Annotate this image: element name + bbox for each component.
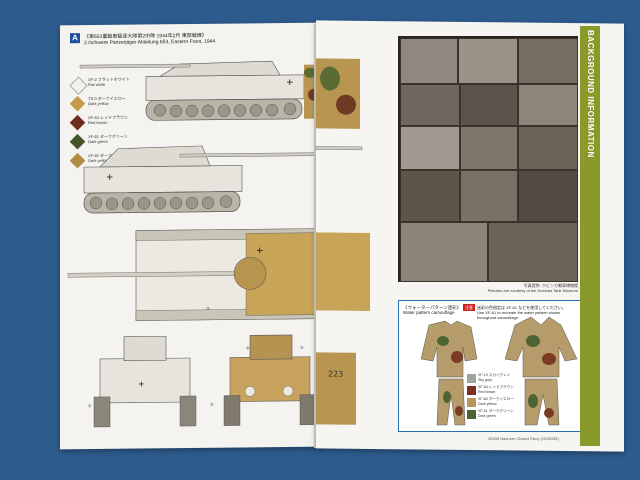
- photo-tile: [518, 38, 578, 84]
- right-page: 223: [316, 20, 624, 452]
- left-page: A 《第653重戦車駆逐大隊第2中隊 1944年2月 東部戦線》 2./schw…: [60, 22, 320, 450]
- marker-label: ③: [206, 305, 210, 311]
- camo-uniform-illustration: [420, 316, 578, 426]
- camo-note: 迷彩の色指定は XF-61 などを使用してください。 Use XF-61 to …: [477, 305, 566, 320]
- photo-tile: [518, 126, 578, 170]
- photo-tile: [460, 126, 518, 170]
- camouflage-panel: 《ウォーターパターン迷彩》 Water pattern camouflage 注…: [398, 300, 586, 432]
- swatch-chip: [467, 398, 476, 407]
- tank-profile-drawings: + +: [67, 60, 320, 428]
- swatch-chip: [467, 374, 476, 383]
- tank-side-view-continuation: 223: [316, 58, 370, 425]
- tank-front-view: +: [93, 335, 197, 428]
- photo-tile: [400, 126, 460, 170]
- photo-tile: [460, 170, 518, 222]
- photo-tile: [400, 38, 458, 84]
- photo-tile: [488, 222, 578, 282]
- camo-title: 《ウォーターパターン迷彩》 Water pattern camouflage: [403, 305, 462, 315]
- swatch-chip: [467, 410, 476, 419]
- photo-tile: [460, 84, 518, 126]
- marker-label: ①: [88, 403, 92, 409]
- svg-text:+: +: [138, 379, 145, 388]
- photo-tile: [458, 38, 518, 84]
- background-info-sidebar: [580, 26, 600, 446]
- svg-text:+: +: [286, 78, 294, 88]
- swatch-chip: [467, 386, 476, 395]
- svg-text:+: +: [256, 246, 264, 256]
- photo-tile: [400, 170, 460, 222]
- marker-label: ④: [246, 345, 250, 351]
- photo-caption: 写真提供: クビンカ戦車博物館 Pictures are courtesy of…: [487, 283, 578, 293]
- photo-collage: [398, 36, 578, 282]
- photo-tile: [518, 84, 578, 126]
- caution-badge: 注意: [463, 304, 475, 311]
- marker-label: ②: [210, 401, 214, 407]
- page-footer: 35335 Nashorn Closed Story (1035335): [488, 436, 559, 441]
- tank-top-view: +: [67, 228, 317, 321]
- tank-side-view-left: +: [79, 60, 305, 121]
- marker-label: ⑤: [300, 344, 304, 350]
- sidebar-title: BACKGROUND INFORMATION: [586, 30, 595, 158]
- photo-tile: [518, 170, 578, 222]
- hull-number: 223: [328, 370, 343, 379]
- svg-text:+: +: [106, 173, 114, 183]
- photo-tile: [400, 84, 460, 126]
- tank-rear-view: [223, 334, 317, 426]
- tank-side-view-right: +: [83, 145, 320, 214]
- photo-tile: [400, 222, 488, 282]
